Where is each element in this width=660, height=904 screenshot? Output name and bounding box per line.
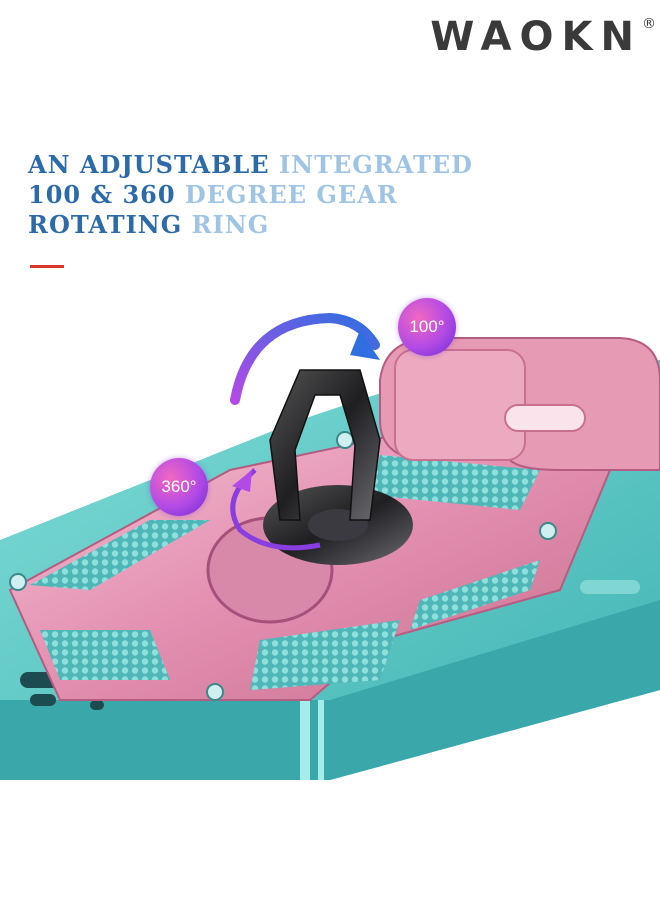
headline-line-2: 100 & 360 DEGREE GEAR (28, 180, 398, 209)
camera-slide-cover (379, 337, 660, 471)
headline: AN ADJUSTABLE INTEGRATED 100 & 360 DEGRE… (28, 150, 473, 240)
rotation-100-badge: 100° (398, 298, 456, 356)
brand-name: WAOKN (430, 14, 642, 60)
brand-logo: WAOKN® (430, 14, 656, 60)
rotation-arrows (230, 312, 380, 551)
accent-divider (30, 265, 64, 268)
headline-line-3: ROTATING RING (28, 210, 270, 239)
rotation-360-badge: 360° (150, 458, 208, 516)
headline-line-1: AN ADJUSTABLE INTEGRATED (28, 150, 473, 179)
ring-holder (206, 369, 413, 624)
registered-mark: ® (642, 16, 656, 32)
